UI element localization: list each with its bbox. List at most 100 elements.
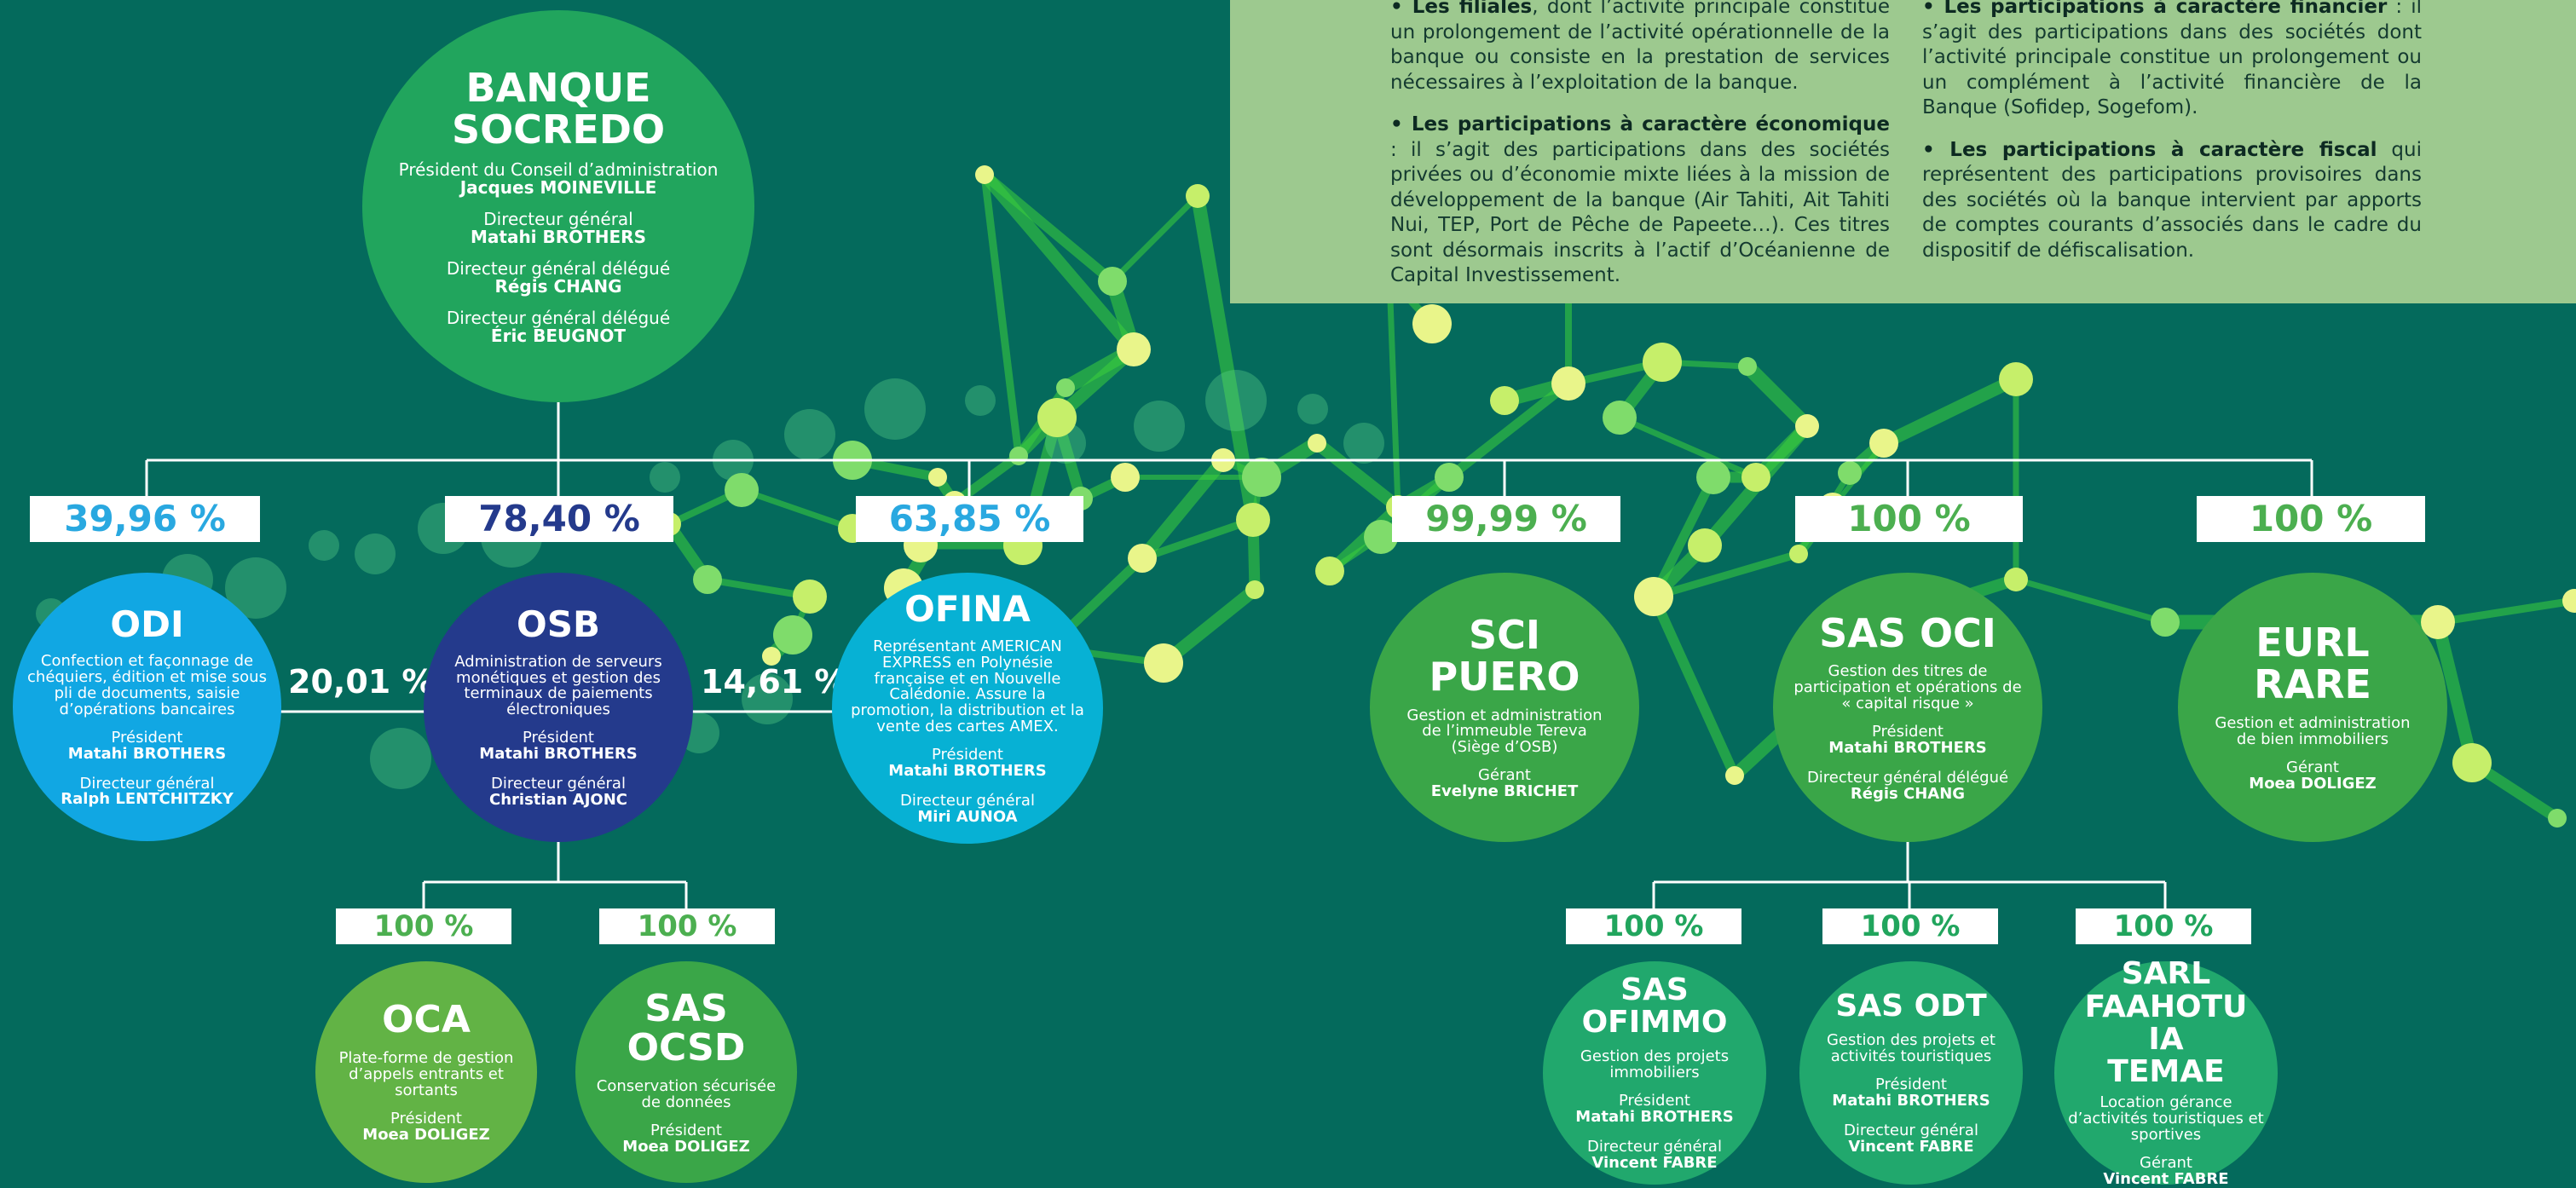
network-edge bbox=[980, 170, 1023, 460]
odt-role-1: Président bbox=[1875, 1076, 1947, 1094]
pct-value-ofimmo: 100 % bbox=[1603, 909, 1704, 943]
network-blob bbox=[965, 385, 996, 416]
network-node bbox=[1186, 184, 1210, 208]
ocsd-desc: Conservation sécurisée de données bbox=[596, 1076, 777, 1111]
network-edge bbox=[1649, 472, 1718, 602]
network-node bbox=[2452, 743, 2492, 782]
network-node bbox=[1435, 463, 1464, 492]
root-role-4: Directeur général délégué bbox=[446, 307, 671, 328]
network-node bbox=[2004, 568, 2028, 591]
pct-label-odt: 100 % bbox=[1822, 908, 1998, 944]
rare-name: EURL RARE bbox=[2254, 620, 2371, 708]
network-edge bbox=[1649, 550, 1803, 601]
network-node bbox=[1098, 267, 1127, 296]
network-node bbox=[975, 165, 994, 184]
network-blob bbox=[1343, 423, 1384, 464]
sci-person-1: Evelyne BRICHET bbox=[1430, 782, 1579, 801]
network-blob bbox=[1205, 370, 1267, 431]
faahotu-name-line3: TEMAE bbox=[2107, 1053, 2225, 1089]
node-sas-ocsd: SAS OCSD Conservation sécurisée de donné… bbox=[575, 961, 797, 1183]
ocsd-name: SAS OCSD bbox=[627, 989, 746, 1069]
network-edge bbox=[2013, 576, 2169, 626]
network-blob bbox=[1297, 394, 1328, 424]
network-node bbox=[1725, 766, 1744, 785]
network-node bbox=[1245, 580, 1264, 599]
network-node bbox=[693, 565, 722, 594]
pct-cross-osb-ofina: 14,61 % bbox=[701, 663, 847, 701]
root-role-2: Directeur général bbox=[483, 208, 633, 229]
network-node bbox=[725, 473, 759, 507]
osb-name: OSB bbox=[517, 603, 600, 646]
network-node bbox=[1696, 460, 1730, 494]
network-edge bbox=[1877, 372, 2023, 450]
odt-role-2: Directeur général bbox=[1844, 1121, 1978, 1139]
osb-role-1: Président bbox=[523, 729, 594, 747]
info-filiales: • Les filiales, dont l’activité principa… bbox=[1390, 0, 1890, 95]
ocsd-name-line2: OCSD bbox=[627, 1026, 746, 1070]
network-blob bbox=[864, 378, 926, 440]
network-node bbox=[1308, 434, 1326, 453]
network-node bbox=[1117, 332, 1151, 366]
faahotu-role-1: Gérant bbox=[2140, 1153, 2192, 1172]
pct-value-osb: 78,40 % bbox=[478, 498, 640, 539]
odt-person-2: Vincent FABRE bbox=[1848, 1137, 1974, 1156]
network-edge bbox=[1386, 274, 1401, 510]
pct-value-ocsd: 100 % bbox=[637, 909, 737, 943]
network-node bbox=[1111, 463, 1140, 492]
odi-role-2: Directeur général bbox=[79, 774, 215, 793]
network-edge bbox=[978, 168, 1141, 356]
oci-name: SAS OCI bbox=[1819, 609, 1996, 656]
pct-cross-odi-osb: 20,01 % bbox=[288, 663, 435, 701]
network-node bbox=[1236, 503, 1270, 537]
info-financier-text: : il s’agit des participations dans des … bbox=[1922, 0, 2423, 118]
node-ofina: OFINA Représentant AMERICAN EXPRESS en P… bbox=[832, 573, 1103, 844]
network-edge bbox=[2434, 597, 2576, 626]
network-edge bbox=[950, 451, 1024, 508]
root-node-banque-socredo: BANQUE SOCREDO Président du Conseil d’ad… bbox=[362, 10, 754, 402]
network-node bbox=[1789, 545, 1808, 563]
ofina-person-1: Matahi BROTHERS bbox=[888, 762, 1047, 781]
pct-value-oci: 100 % bbox=[1847, 498, 1971, 539]
odi-name: ODI bbox=[110, 603, 184, 645]
ofimmo-person-2: Vincent FABRE bbox=[1591, 1153, 1718, 1172]
odt-desc: Gestion des projets et activités tourist… bbox=[1826, 1031, 1996, 1066]
pct-value-ofina: 63,85 % bbox=[888, 498, 1051, 539]
odt-name: SAS ODT bbox=[1835, 989, 1987, 1024]
info-financier: • Les participations à caractère financi… bbox=[1922, 0, 2422, 121]
network-node bbox=[1999, 362, 2033, 396]
pct-label-sci: 99,99 % bbox=[1392, 496, 1620, 542]
info-fiscal-title: • Les participations à caractère fiscal bbox=[1922, 138, 2377, 161]
network-node bbox=[1009, 447, 1028, 465]
root-name-line1: BANQUE bbox=[465, 65, 651, 112]
network-node bbox=[762, 647, 781, 666]
osb-person-1: Matahi BROTHERS bbox=[479, 745, 638, 764]
pct-value-sci: 99,99 % bbox=[1425, 498, 1587, 539]
root-person-3: Régis CHANG bbox=[494, 275, 622, 297]
root-person-4: Éric BEUGNOT bbox=[490, 325, 627, 346]
odi-role-1: Président bbox=[111, 728, 183, 747]
osb-person-2: Christian AJONC bbox=[489, 790, 627, 809]
info-fiscal-text: qui représentent des participations prov… bbox=[1922, 138, 2422, 262]
faahotu-desc: Location gérance d’activités touristique… bbox=[2068, 1093, 2264, 1144]
osb-desc: Administration de serveurs monétiques et… bbox=[454, 652, 662, 719]
network-node bbox=[928, 468, 947, 487]
network-node bbox=[1128, 544, 1157, 573]
sci-name: SCI PUERO bbox=[1429, 612, 1580, 700]
oca-desc: Plate-forme de gestion d’appels entrants… bbox=[338, 1049, 514, 1099]
node-sas-oci: SAS OCI Gestion des titres de participat… bbox=[1773, 573, 2042, 842]
odt-person-1: Matahi BROTHERS bbox=[1832, 1092, 1990, 1110]
oci-role-2: Directeur général délégué bbox=[1806, 768, 2009, 787]
rare-person-1: Moea DOLIGEZ bbox=[2249, 774, 2377, 793]
sci-role-1: Gérant bbox=[1478, 766, 1531, 785]
pct-label-oci: 100 % bbox=[1795, 496, 2023, 542]
info-fiscal: • Les participations à caractère fiscal … bbox=[1922, 138, 2422, 264]
ofimmo-name: SAS OFIMMO bbox=[1581, 972, 1728, 1041]
ofina-role-1: Président bbox=[932, 746, 1003, 764]
pct-label-osb: 78,40 % bbox=[445, 496, 673, 542]
pct-value-odi: 39,96 % bbox=[64, 498, 226, 539]
ofina-desc: Représentant AMERICAN EXPRESS en Polynés… bbox=[851, 637, 1084, 736]
network-edge bbox=[2431, 615, 2479, 770]
pct-label-oca: 100 % bbox=[336, 908, 511, 944]
org-connector-lines bbox=[145, 401, 2313, 908]
root-role-1: Président du Conseil d’administration bbox=[398, 159, 719, 180]
